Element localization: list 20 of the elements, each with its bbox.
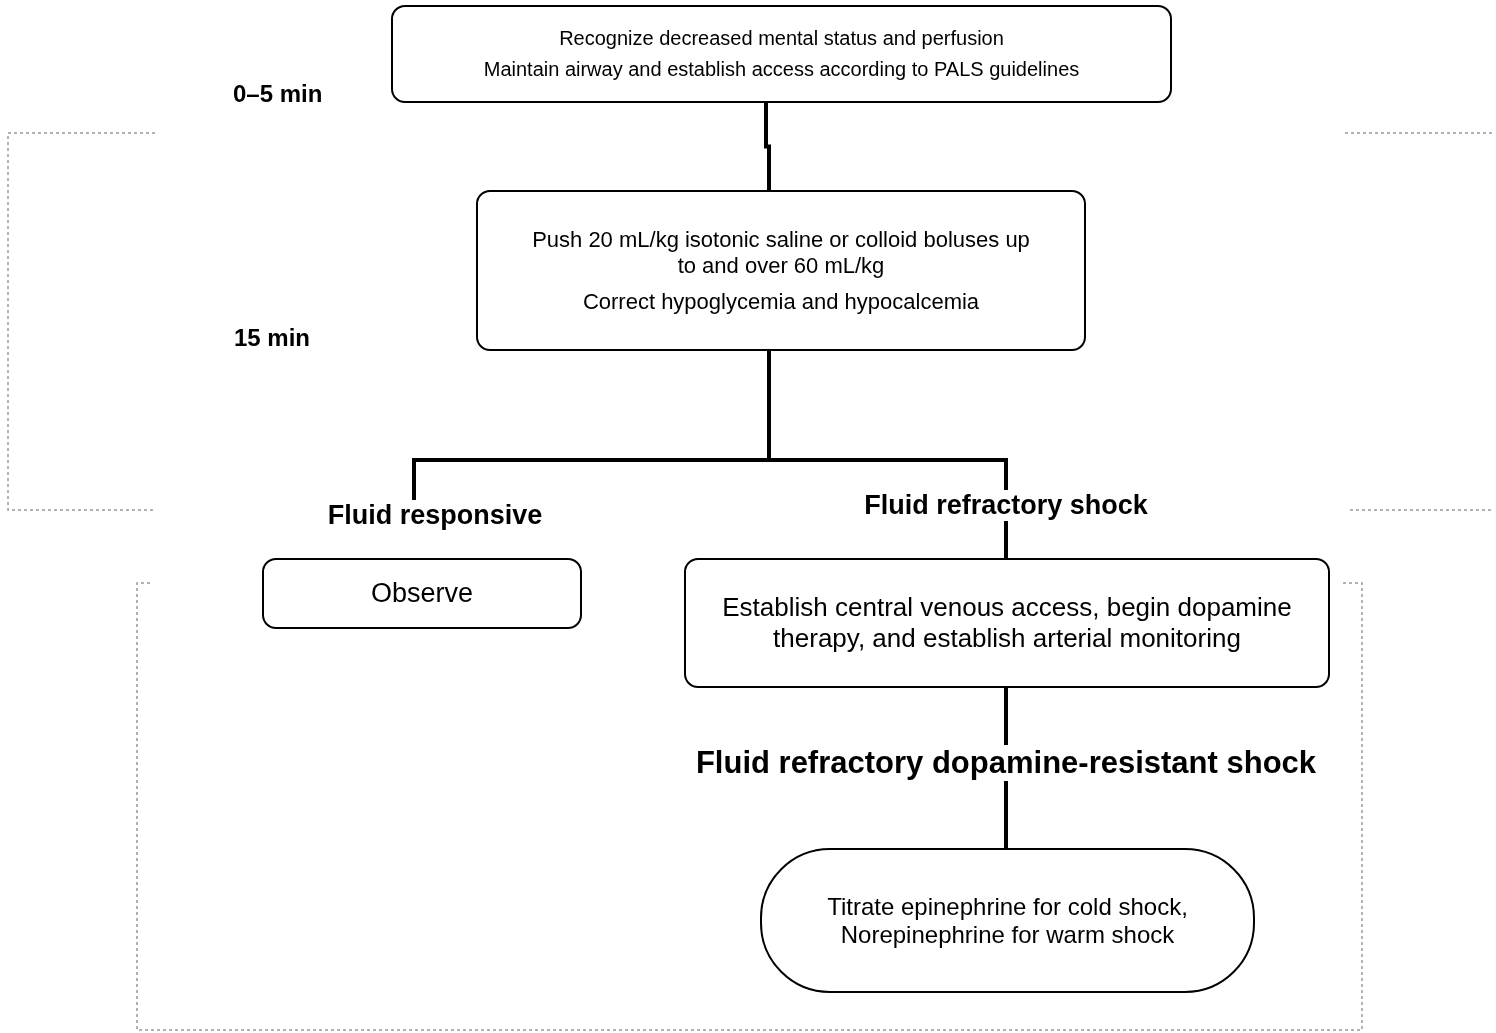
process-box (262, 558, 582, 629)
connector-line (1004, 521, 1008, 558)
process-box (684, 558, 1330, 688)
connector-line (764, 103, 771, 190)
box-text: Observe (370, 578, 473, 609)
time-label: 0–5 min (233, 80, 323, 108)
box-text: Push 20 mL/kg isotonic saline or colloid boluses up to and over 60 mL/kg (531, 226, 1031, 279)
process-box (476, 190, 1086, 351)
step-heading: Fluid refractory shock (846, 490, 1166, 521)
step-heading: Fluid responsive (300, 500, 570, 531)
process-box (391, 5, 1172, 103)
step-heading: Fluid refractory dopamine-resistant shock (646, 745, 1366, 781)
connector-line (1004, 688, 1008, 745)
box-text: Titrate epinephrine for cold shock, Norepinephrine for warm shock (826, 892, 1189, 949)
time-label: 15 min (234, 324, 311, 352)
box-text: Correct hypoglycemia and hypocalcemia (582, 288, 980, 315)
box-text: Maintain airway and establish access according to PALS guidelines (483, 58, 1080, 81)
connector-line (1004, 781, 1008, 848)
box-text: Establish central venous access, begin dopamine therapy, and establish arterial monitoring (721, 592, 1293, 654)
box-text: Recognize decreased mental status and perfusion (559, 27, 1004, 50)
